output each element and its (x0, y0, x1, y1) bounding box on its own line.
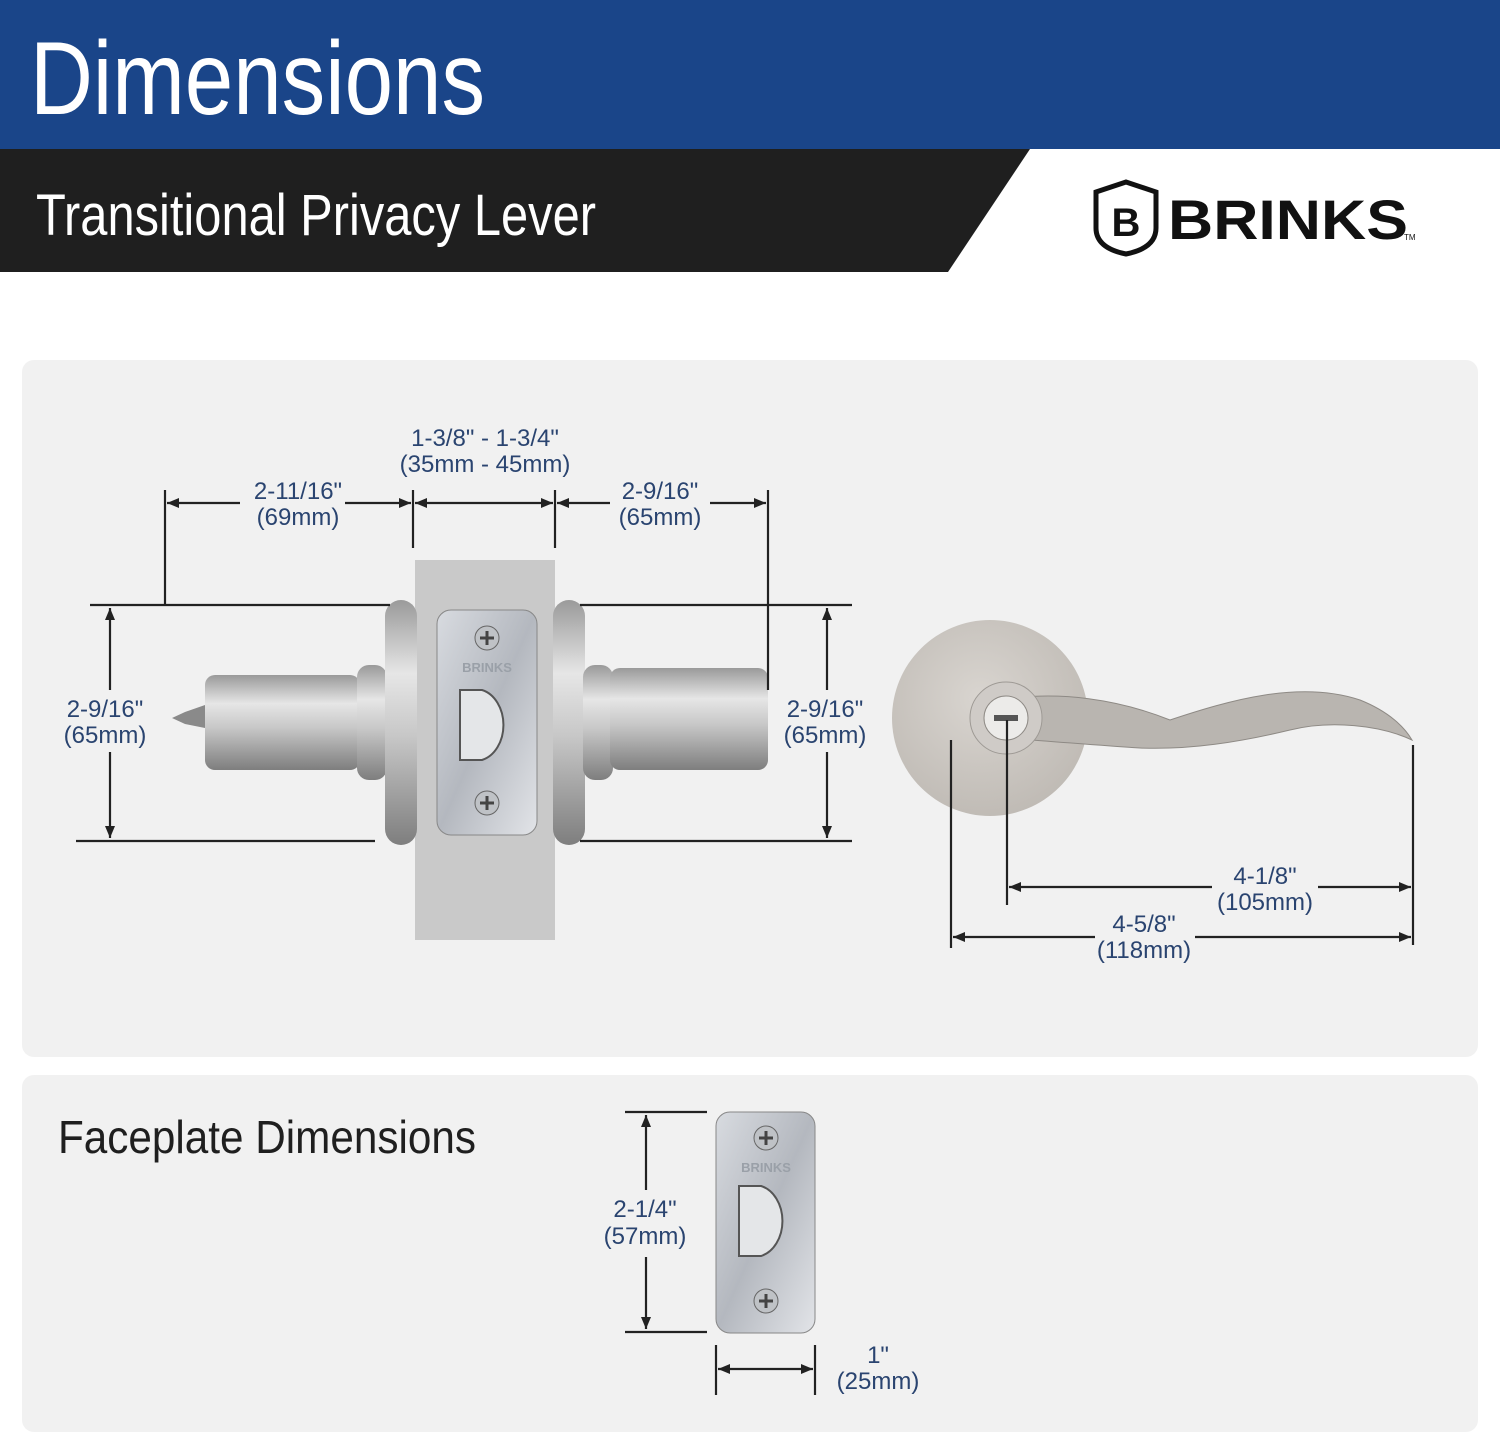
shield-icon (1093, 179, 1159, 257)
left-rose (385, 600, 417, 845)
brinks-logo: B BRINKS TM (1093, 179, 1416, 257)
faceplate-width-mm: (25mm) (837, 1368, 920, 1395)
product-subtitle: Transitional Privacy Lever (36, 183, 596, 248)
backset-right-mm: (65mm) (619, 504, 702, 531)
overall-length-inch: 4-5/8" (1112, 911, 1175, 938)
lockset-side-view: BRINKS (172, 560, 768, 940)
faceplate-drawing: BRINKS (715, 1111, 816, 1334)
latch-bolt (459, 689, 505, 761)
rose-height-left-inch: 2-9/16" (67, 696, 144, 723)
faceplate-brand: BRINKS (462, 660, 512, 675)
right-rose (553, 600, 585, 845)
overall-length-mm: (118mm) (1097, 937, 1191, 964)
lever-length-inch: 4-1/8" (1233, 863, 1296, 890)
backset-right-inch: 2-9/16" (622, 478, 699, 505)
side-view-dimension-lines (76, 490, 852, 843)
faceplate-dimension-lines (625, 1110, 817, 1395)
faceplate-height-inch: 2-1/4" (613, 1196, 676, 1223)
door-thickness-inch: 1-3/8" - 1-3/4" (411, 425, 559, 452)
front-view-dimension-lines (949, 720, 1415, 948)
logo-wordmark: BRINKS (1168, 188, 1408, 251)
page-title: Dimensions (30, 21, 485, 137)
backset-left-mm: (69mm) (257, 504, 340, 531)
faceplate-title: Faceplate Dimensions (58, 1111, 476, 1163)
rose-height-left-mm: (65mm) (64, 722, 147, 749)
right-knob-cylinder (610, 668, 768, 770)
left-knob-cylinder (205, 675, 360, 770)
rose-height-right-mm: (65mm) (784, 722, 867, 749)
title-bar (0, 0, 1500, 149)
faceplate-height-mm: (57mm) (604, 1223, 687, 1250)
latch-bolt (738, 1185, 784, 1257)
rose-height-right-inch: 2-9/16" (787, 696, 864, 723)
subtitle-bar (0, 149, 1030, 272)
door-thickness-mm: (35mm - 45mm) (400, 451, 571, 478)
faceplate-brand: BRINKS (741, 1160, 791, 1175)
lever-front-view (892, 620, 1414, 816)
trademark: TM (1404, 233, 1416, 242)
lever-length-mm: (105mm) (1217, 889, 1313, 916)
logo-mark: B (1112, 201, 1141, 245)
backset-left-inch: 2-11/16" (254, 478, 342, 505)
faceplate-width-inch: 1" (867, 1342, 889, 1369)
lever-handle (999, 691, 1414, 749)
